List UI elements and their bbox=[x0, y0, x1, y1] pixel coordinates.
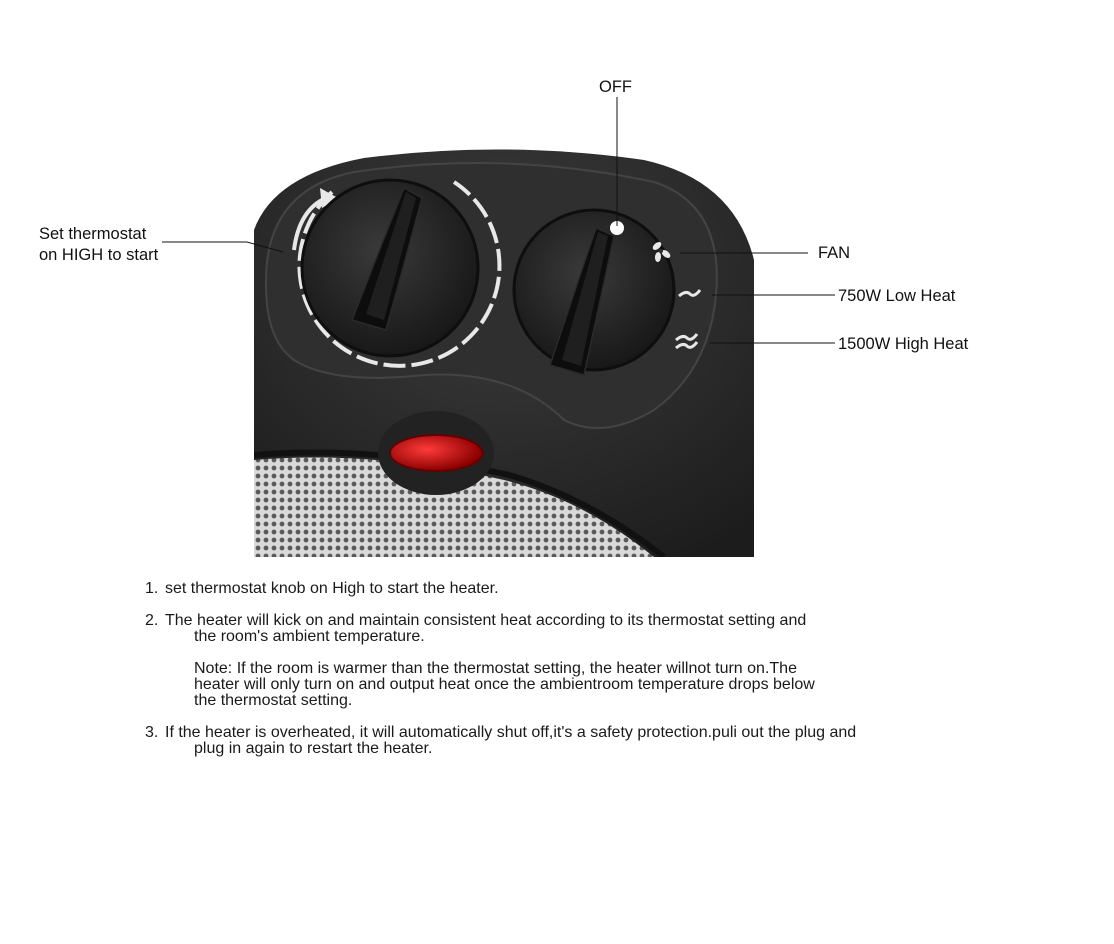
low-heat-label: 750W Low Heat bbox=[838, 287, 956, 305]
note-block: Note: If the room is warmer than the the… bbox=[194, 661, 1005, 709]
step-text: set thermostat knob on High to start the… bbox=[165, 580, 499, 597]
step-number: 1. bbox=[145, 580, 159, 597]
thermostat-knob[interactable] bbox=[300, 178, 480, 358]
thermostat-leader-line bbox=[162, 241, 284, 253]
heater-grille bbox=[254, 457, 654, 557]
mode-selector-knob[interactable] bbox=[512, 208, 676, 376]
step-number: 3. bbox=[145, 724, 159, 741]
step-3: 3. If the heater is overheated, it will … bbox=[145, 725, 1005, 757]
note-line3: the thermostat setting. bbox=[194, 692, 353, 709]
thermostat-direction-arrow bbox=[292, 196, 327, 251]
fan-label: FAN bbox=[818, 244, 851, 262]
power-indicator-light bbox=[389, 434, 483, 472]
thermostat-callout: Set thermostat on HIGH to start bbox=[39, 224, 158, 266]
note-line2: heater will only turn on and output heat… bbox=[194, 676, 815, 693]
step-text: If the heater is overheated, it will aut… bbox=[165, 724, 857, 741]
heater-product-image bbox=[254, 149, 754, 557]
step-2: 2. The heater will kick on and maintain … bbox=[145, 613, 1005, 645]
instructions-list: 1. set thermostat knob on High to start … bbox=[145, 581, 1005, 757]
high-heat-icon bbox=[675, 333, 699, 350]
step-text-continued: plug in again to restart the heater. bbox=[194, 740, 433, 757]
note-line1: Note: If the room is warmer than the the… bbox=[194, 660, 797, 677]
fan-icon bbox=[652, 242, 671, 262]
step-text-continued: the room's ambient temperature. bbox=[194, 628, 425, 645]
step-1: 1. set thermostat knob on High to start … bbox=[145, 581, 1005, 597]
thermostat-callout-line2: on HIGH to start bbox=[39, 246, 159, 264]
off-position-dot bbox=[610, 221, 624, 235]
step-number: 2. bbox=[145, 612, 159, 629]
high-heat-label: 1500W High Heat bbox=[838, 335, 969, 353]
thermostat-dial-ring bbox=[297, 180, 502, 368]
low-heat-icon bbox=[678, 289, 702, 298]
thermostat-callout-line1: Set thermostat bbox=[39, 225, 147, 243]
off-label: OFF bbox=[599, 78, 632, 96]
step-text: The heater will kick on and maintain con… bbox=[165, 612, 807, 629]
